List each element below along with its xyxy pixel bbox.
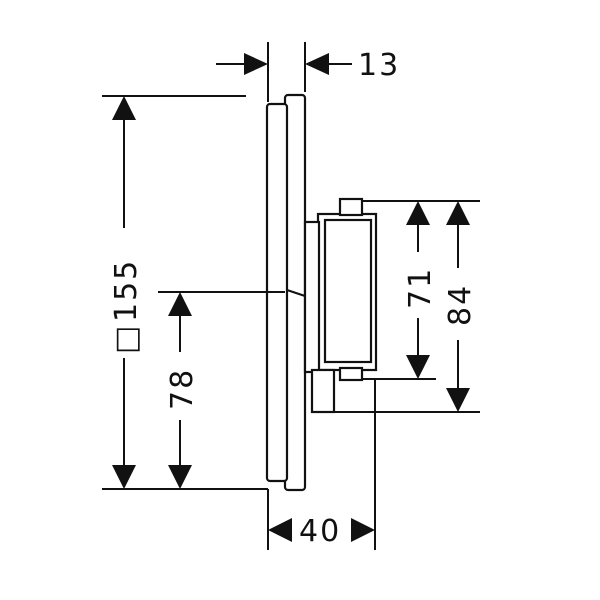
arrow-down-icon xyxy=(112,465,136,489)
arrow-down-icon xyxy=(406,355,430,379)
arrow-left-icon xyxy=(305,53,329,75)
dimension-13: 13 xyxy=(216,42,400,102)
dimension-label-13: 13 xyxy=(358,48,400,83)
dimension-label-84: 84 xyxy=(443,284,478,326)
arrow-left-icon xyxy=(268,518,292,542)
dimension-label-155: 155 xyxy=(109,259,144,322)
body-neck xyxy=(303,220,321,374)
dimension-40: 40 xyxy=(267,379,376,550)
arrow-up-icon xyxy=(446,201,470,225)
dimension-71: 71 xyxy=(362,200,480,380)
arrow-down-icon xyxy=(446,388,470,412)
arrow-right-icon xyxy=(351,518,375,542)
body-inner-shell xyxy=(323,218,373,364)
dimension-label-71: 71 xyxy=(403,267,438,309)
arrow-up-icon xyxy=(406,201,430,225)
arrow-down-icon xyxy=(168,465,192,489)
dimension-78: 78 xyxy=(158,291,285,489)
arrow-up-icon xyxy=(168,292,192,316)
arrow-right-icon xyxy=(244,53,268,75)
dimension-label-78: 78 xyxy=(165,368,200,410)
dimension-84: 84 xyxy=(334,201,480,413)
thermostat-body xyxy=(303,197,378,414)
body-mount xyxy=(310,368,336,414)
arrow-up-icon xyxy=(112,96,136,120)
cover-plate-split xyxy=(286,289,306,297)
body-top-cap xyxy=(338,197,364,217)
square-symbol: □ xyxy=(109,324,144,354)
dimension-label-40: 40 xyxy=(299,514,341,549)
dimension-155: □ 155 xyxy=(102,95,268,490)
body-bottom-cap xyxy=(338,366,364,382)
